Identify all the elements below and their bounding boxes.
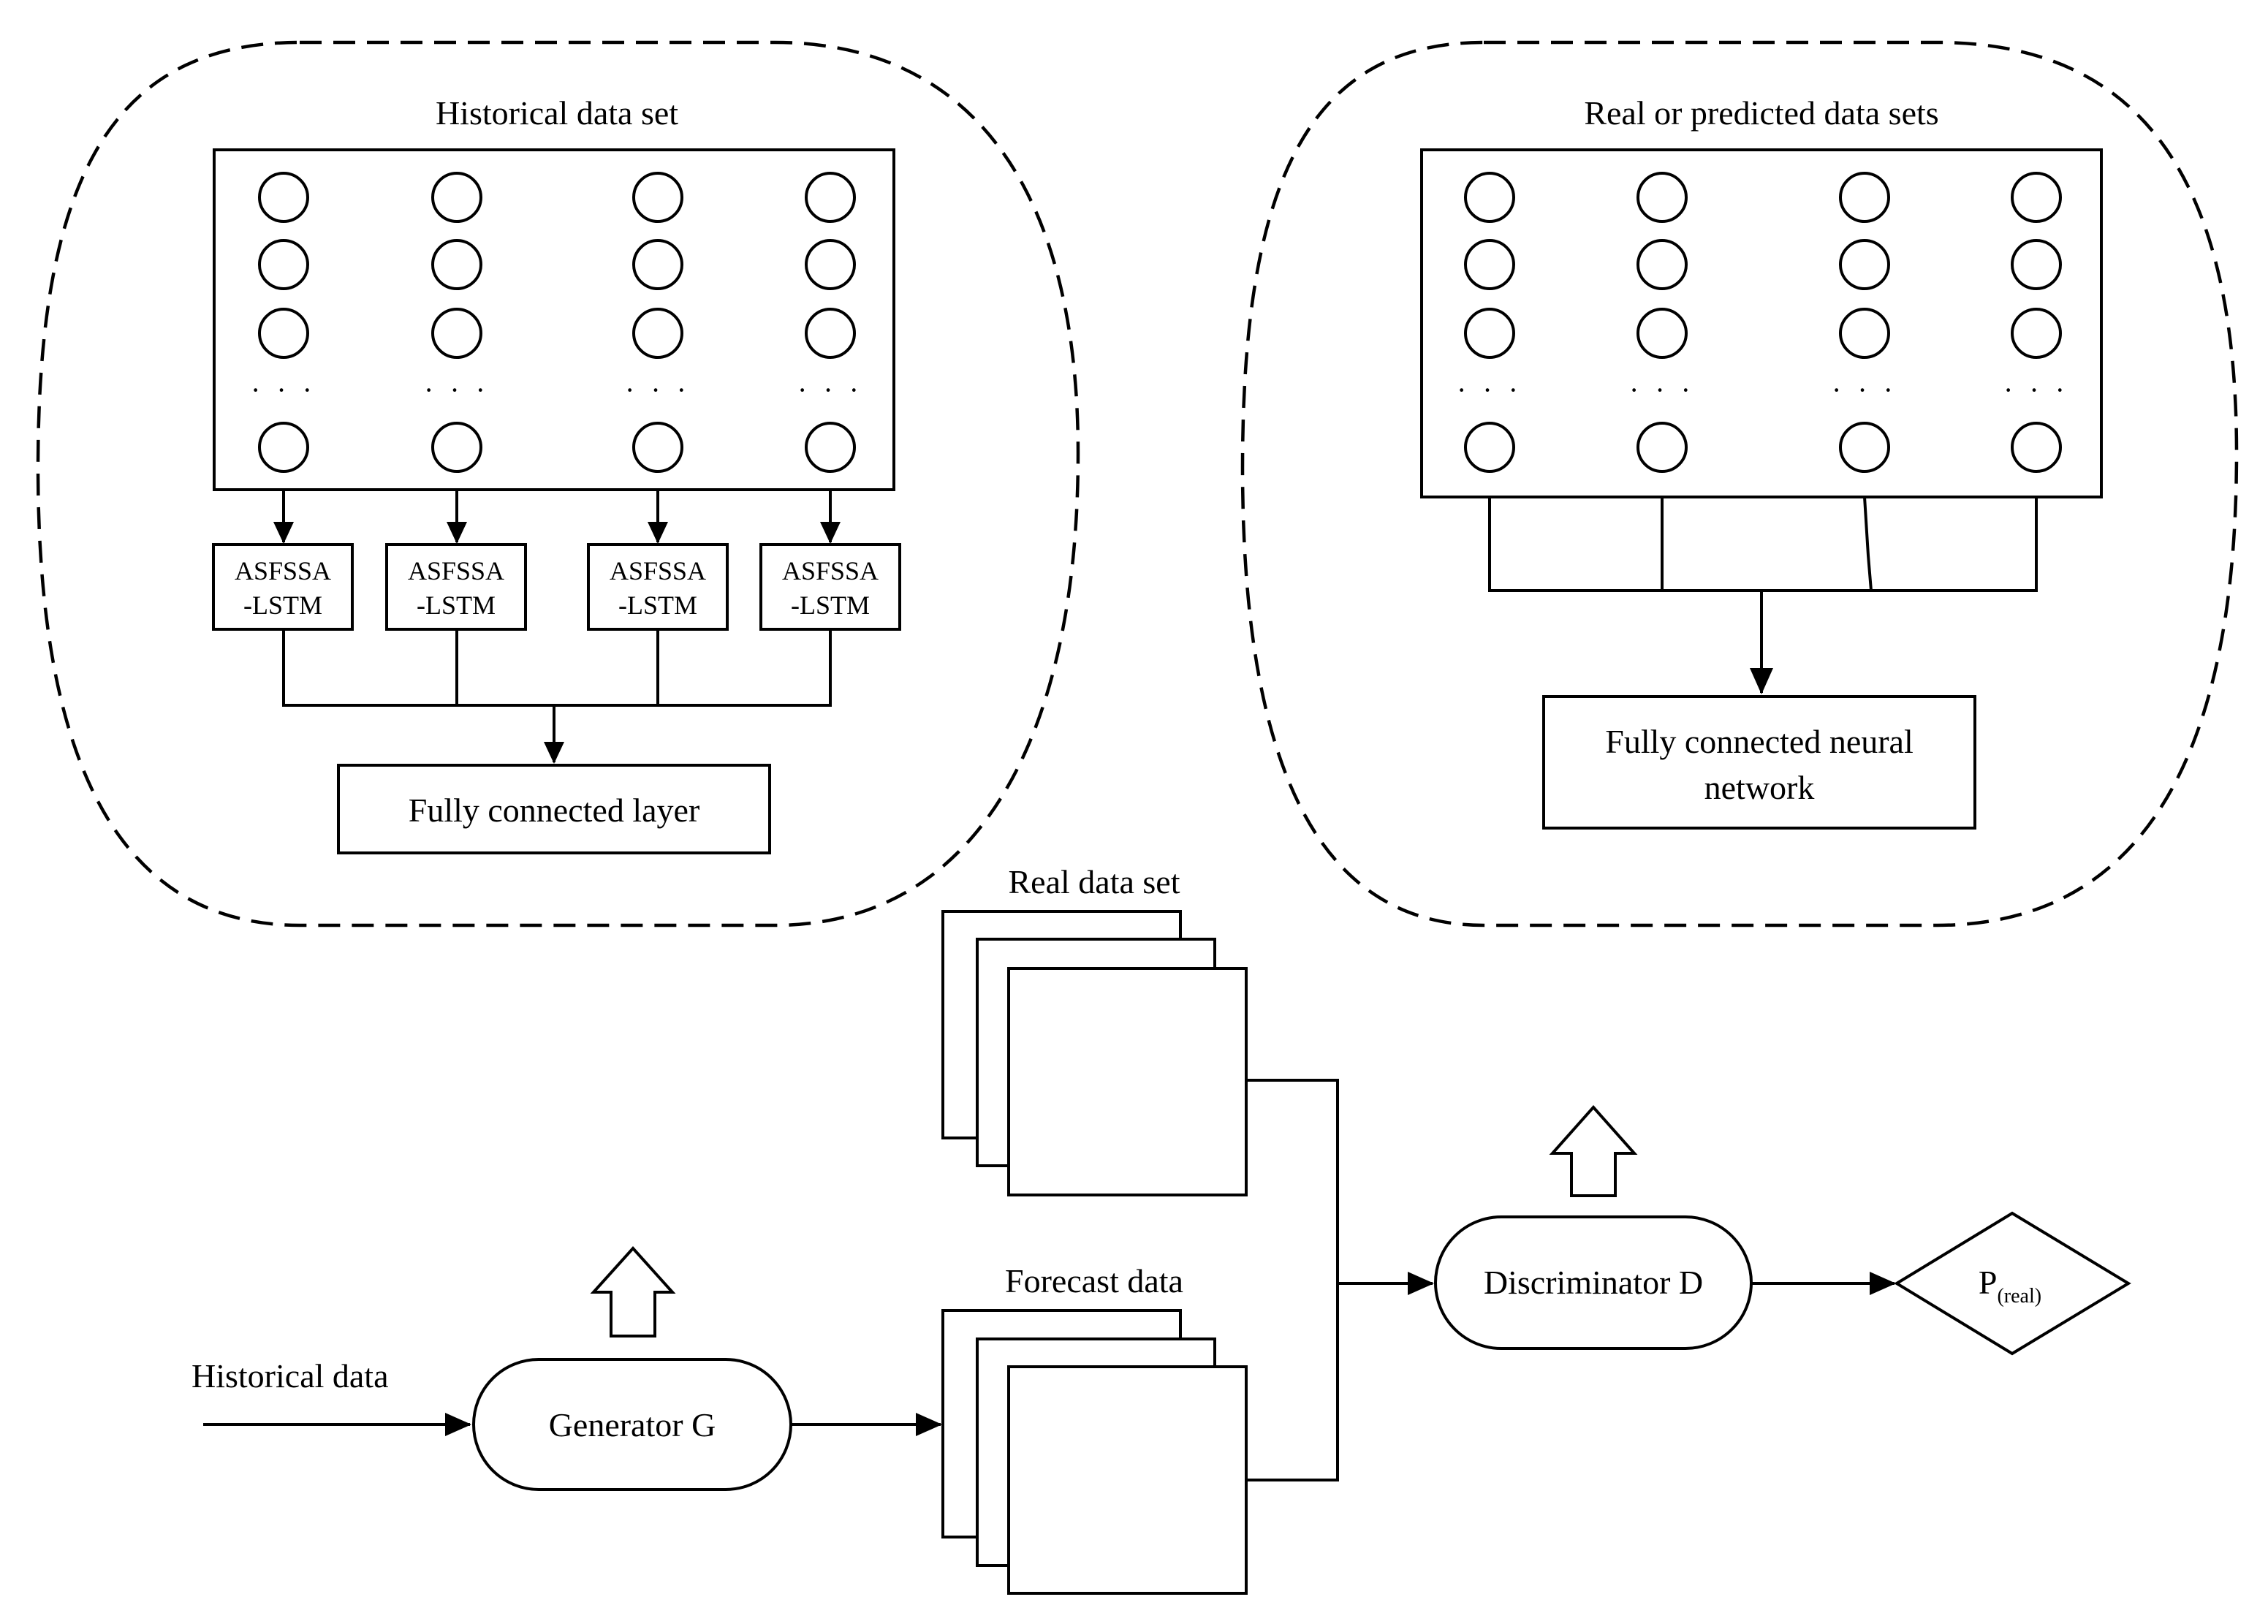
node: [431, 422, 482, 473]
node: [632, 422, 683, 473]
ellipsis: · · ·: [797, 373, 863, 406]
svg-text:ASFSSA: ASFSSA: [782, 556, 879, 585]
real-or-predicted-box: [1420, 148, 2103, 498]
ellipsis: · · ·: [424, 373, 490, 406]
lstm-merge-connector: [282, 629, 832, 764]
node: [1464, 308, 1515, 359]
historical-node-grid: [258, 172, 856, 473]
real-data-set-label: Real data set: [1008, 863, 1180, 900]
probability-output-subscript: (real): [1997, 1285, 2041, 1308]
node: [258, 422, 309, 473]
probability-output-label: P(real): [1979, 1264, 2041, 1308]
node: [1636, 239, 1688, 290]
svg-text:-LSTM: -LSTM: [791, 591, 870, 620]
fully-connected-network-box: [1542, 695, 1976, 830]
node: [1839, 308, 1890, 359]
historical-data-input-label: Historical data: [191, 1357, 389, 1395]
ellipsis: · · ·: [2003, 373, 2069, 406]
svg-text:ASFSSA: ASFSSA: [235, 556, 331, 585]
svg-text:ASFSSA: ASFSSA: [610, 556, 706, 585]
node: [1636, 172, 1688, 223]
node: [2011, 239, 2062, 290]
node: [632, 239, 683, 290]
discriminator-module-boundary: [1240, 40, 2239, 927]
node: [431, 308, 482, 359]
real-data-stack: [941, 910, 1248, 1196]
node: [258, 308, 309, 359]
fully-connected-network-label-line2: network: [1704, 769, 1815, 806]
ellipsis: · · ·: [251, 373, 316, 406]
ellipsis: · · ·: [1629, 373, 1695, 406]
node: [1464, 239, 1515, 290]
probability-output-main: P: [1979, 1264, 1998, 1301]
ellipsis: · · ·: [625, 373, 691, 406]
lstm-block: ASFSSA -LSTM: [587, 543, 729, 631]
node: [2011, 422, 2062, 473]
svg-text:-LSTM: -LSTM: [618, 591, 697, 620]
lstm-block: ASFSSA -LSTM: [385, 543, 527, 631]
predicted-node-grid: [1464, 172, 2062, 473]
forecast-data-label: Forecast data: [1005, 1262, 1183, 1299]
lstm-block: ASFSSA -LSTM: [759, 543, 901, 631]
node: [431, 172, 482, 223]
node: [1636, 422, 1688, 473]
generator-expand-up-icon: [590, 1246, 676, 1337]
svg-text:-LSTM: -LSTM: [243, 591, 322, 620]
node: [632, 172, 683, 223]
node: [1636, 308, 1688, 359]
generator-label: Generator G: [549, 1406, 716, 1443]
node: [632, 308, 683, 359]
discriminator-label: Discriminator D: [1484, 1264, 1703, 1301]
svg-text:-LSTM: -LSTM: [417, 591, 496, 620]
data-to-discriminator-connector: [1246, 1079, 1434, 1481]
node: [1839, 422, 1890, 473]
node: [2011, 308, 2062, 359]
node: [2011, 172, 2062, 223]
lstm-block: ASFSSA -LSTM: [212, 543, 354, 631]
ellipsis: · · ·: [1457, 373, 1522, 406]
node: [1464, 422, 1515, 473]
fully-connected-network-label-line1: Fully connected neural: [1605, 723, 1914, 760]
node: [431, 239, 482, 290]
predicted-merge-connector: [1488, 496, 2038, 694]
fully-connected-layer-label: Fully connected layer: [409, 792, 700, 829]
node: [258, 239, 309, 290]
node: [805, 172, 856, 223]
historical-data-set-title: Historical data set: [436, 94, 678, 132]
historical-data-set-box: [213, 148, 895, 491]
fully-connected-layer-box: [337, 764, 771, 854]
probability-output-diamond: [1894, 1211, 2131, 1356]
real-or-predicted-title: Real or predicted data sets: [1584, 94, 1938, 132]
node: [805, 239, 856, 290]
node: [805, 308, 856, 359]
ellipsis: · · ·: [1832, 373, 1897, 406]
node: [1839, 172, 1890, 223]
svg-text:ASFSSA: ASFSSA: [408, 556, 504, 585]
node: [805, 422, 856, 473]
node: [1464, 172, 1515, 223]
node: [1839, 239, 1890, 290]
node: [258, 172, 309, 223]
generator-module-boundary: [36, 40, 1080, 927]
discriminator-expand-up-icon: [1549, 1104, 1638, 1197]
forecast-data-stack: [941, 1309, 1248, 1595]
